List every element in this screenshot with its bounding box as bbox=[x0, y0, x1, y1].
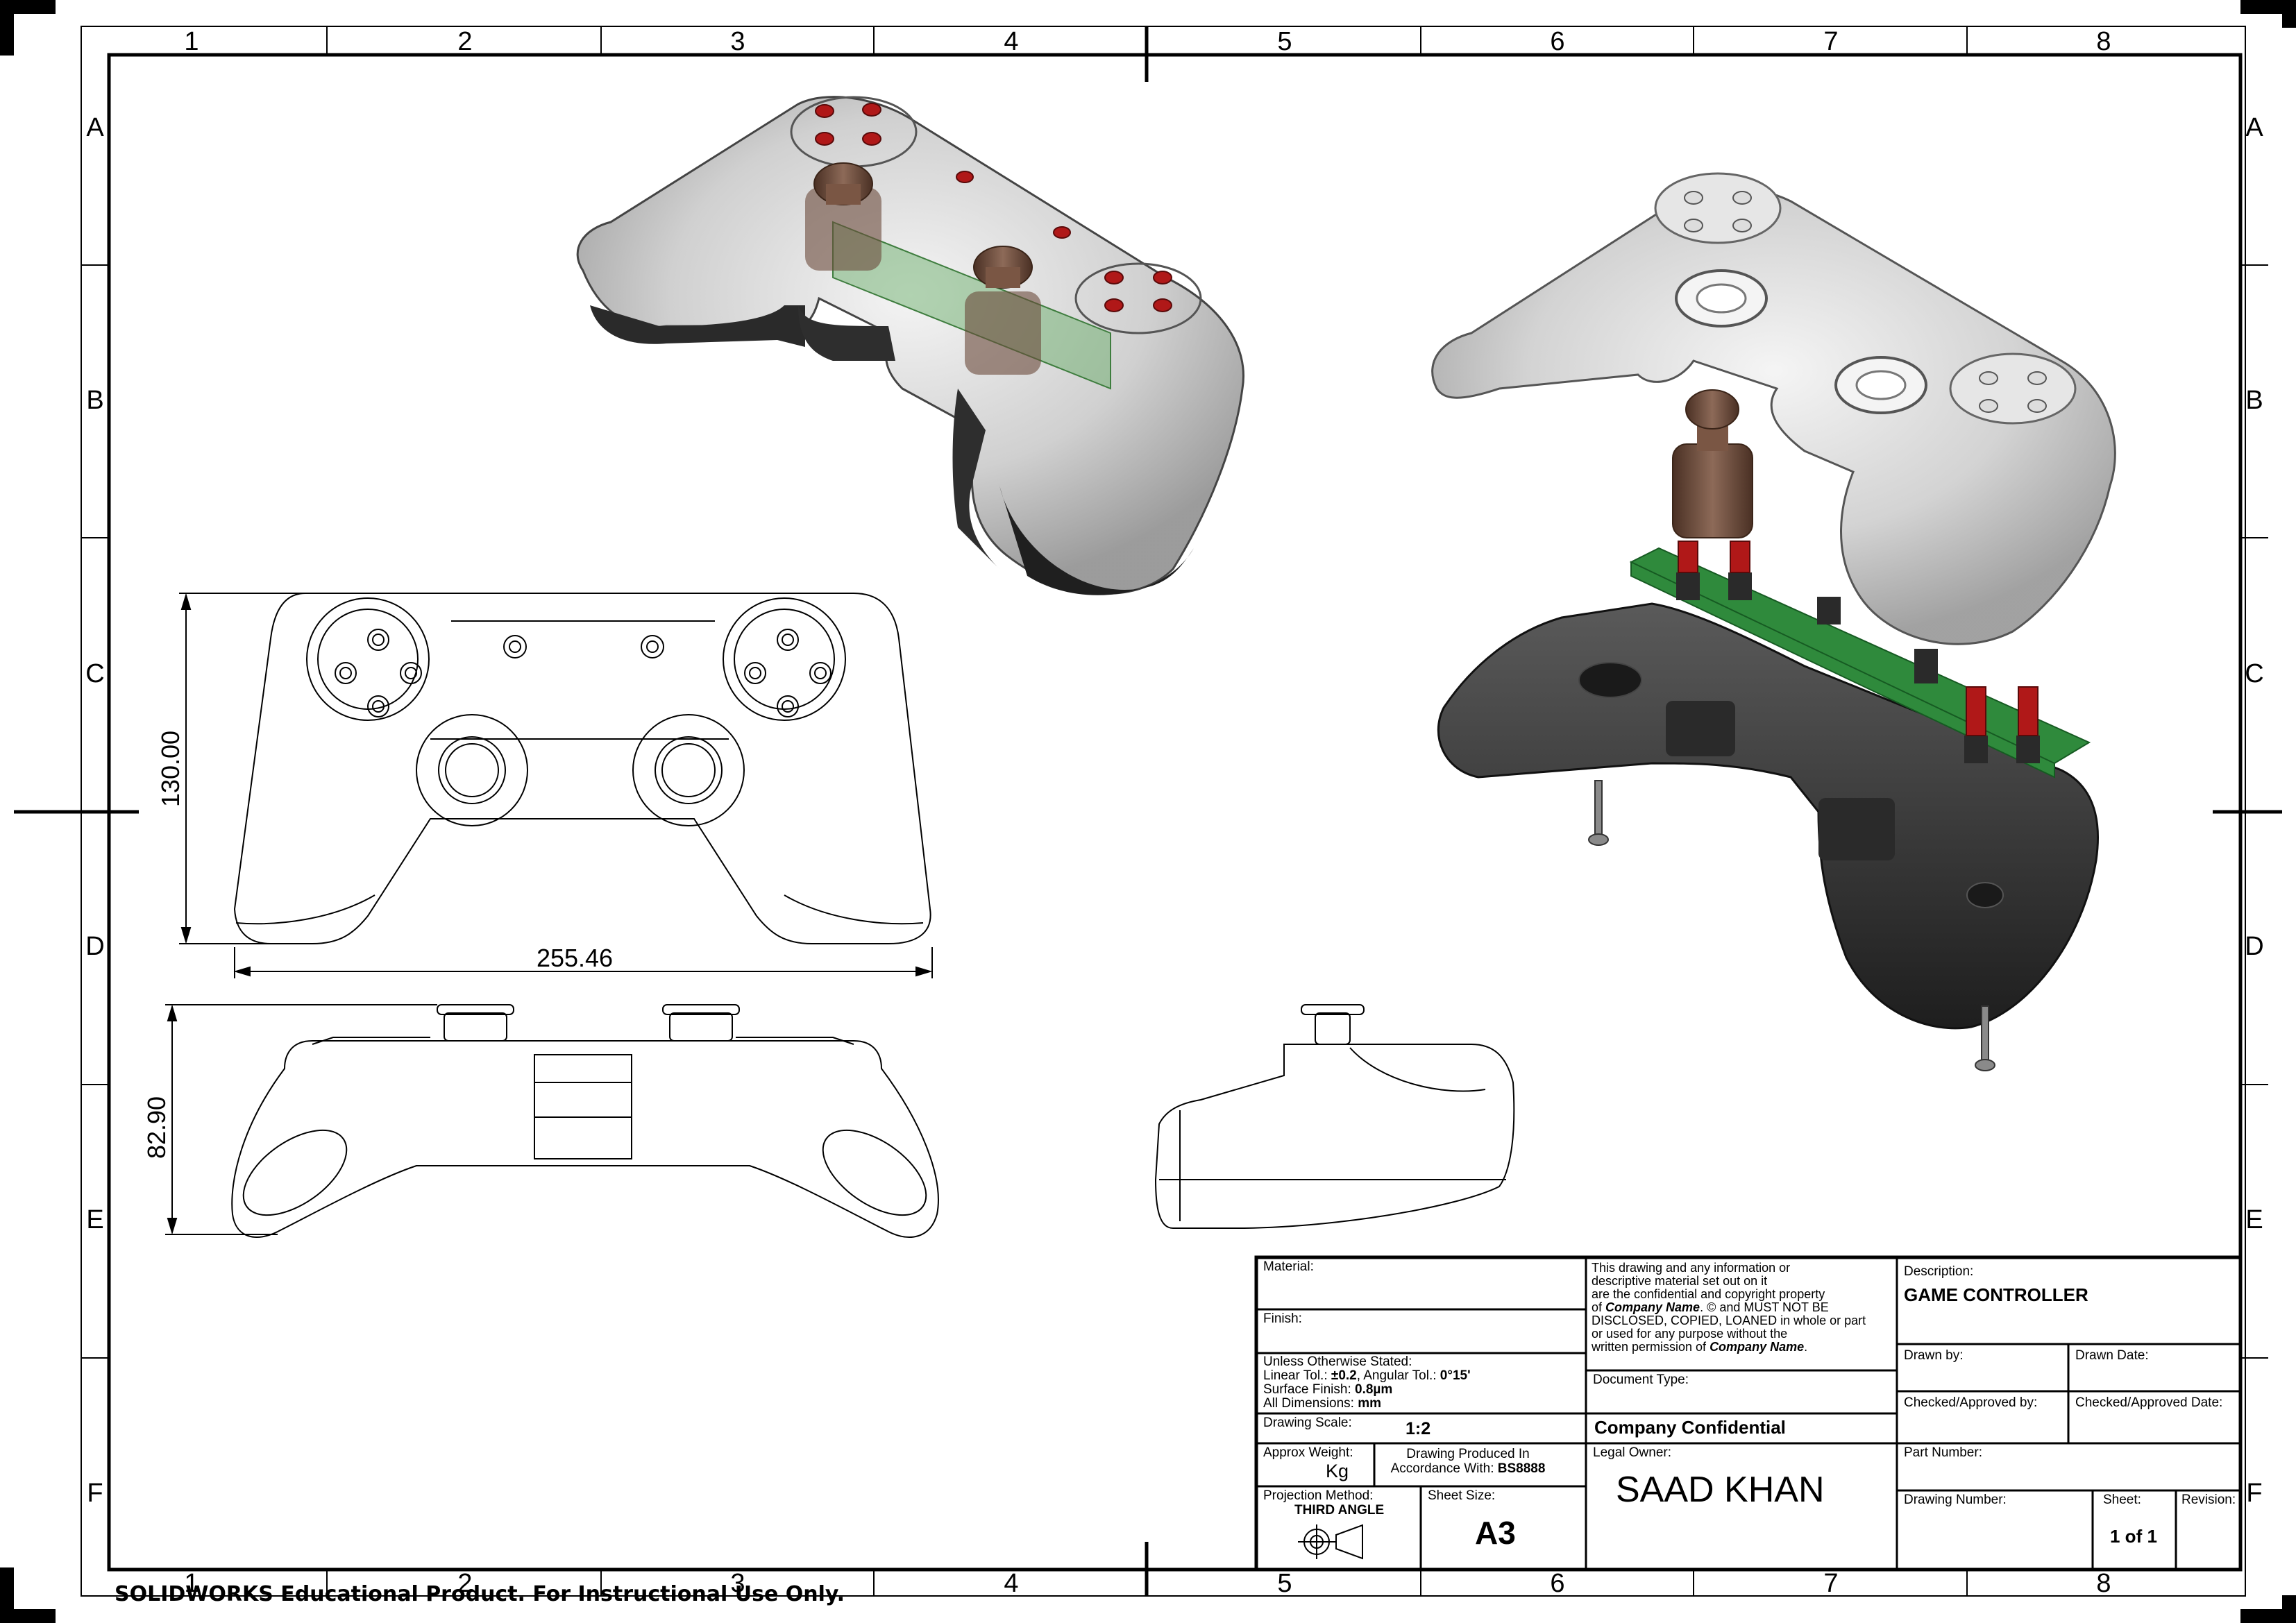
row-label-left-E: E bbox=[86, 1205, 103, 1234]
confidentiality-notice: This drawing and any information or desc… bbox=[1592, 1261, 1866, 1354]
dimension-lines bbox=[165, 593, 933, 1235]
dim-side-height: 82.90 bbox=[142, 1096, 171, 1159]
all-dimensions: All Dimensions: mm bbox=[1263, 1396, 1382, 1411]
row-label-left-C: C bbox=[85, 659, 104, 688]
col-label-bottom-3: 3 bbox=[730, 1569, 745, 1598]
sheet-value: 1 of 1 bbox=[2110, 1526, 2157, 1547]
drawing-scale-label: Drawing Scale: bbox=[1263, 1416, 1352, 1430]
legal-owner-label: Legal Owner: bbox=[1593, 1445, 1672, 1460]
description-label: Description: bbox=[1904, 1264, 1974, 1279]
description-value: GAME CONTROLLER bbox=[1904, 1284, 2088, 1305]
educational-watermark: SOLIDWORKS Educational Product. For Inst… bbox=[115, 1582, 845, 1606]
side-view bbox=[1154, 1004, 1515, 1229]
material-label: Material: bbox=[1263, 1259, 1314, 1274]
row-label-right-E: E bbox=[2245, 1205, 2263, 1234]
dim-width: 255.46 bbox=[537, 944, 613, 972]
finish-label: Finish: bbox=[1263, 1311, 1302, 1326]
tolerance-linear-angular: Linear Tol.: ±0.2, Angular Tol.: 0°15' bbox=[1263, 1368, 1471, 1383]
row-label-left-B: B bbox=[86, 386, 103, 415]
checked-by-label: Checked/Approved by: bbox=[1904, 1395, 2038, 1410]
sheet-size-value: A3 bbox=[1475, 1515, 1516, 1551]
sheet-size-label: Sheet Size: bbox=[1428, 1488, 1496, 1503]
col-label-bottom-1: 1 bbox=[184, 1569, 199, 1598]
company-confidential: Company Confidential bbox=[1594, 1417, 1786, 1438]
row-label-right-F: F bbox=[2246, 1479, 2262, 1508]
drawing-scale-value: 1:2 bbox=[1406, 1419, 1431, 1438]
col-label-top-1: 1 bbox=[184, 27, 199, 56]
row-label-left-F: F bbox=[87, 1479, 103, 1508]
face-buttons-left bbox=[815, 103, 881, 146]
col-label-bottom-4: 4 bbox=[1004, 1569, 1018, 1598]
row-label-left-D: D bbox=[85, 932, 104, 961]
col-label-top-5: 5 bbox=[1277, 27, 1292, 56]
front-view bbox=[231, 1004, 939, 1238]
col-label-bottom-2: 2 bbox=[457, 1569, 472, 1598]
bottom-shell-dark bbox=[1437, 602, 2100, 1030]
projection-method-value: THIRD ANGLE bbox=[1294, 1503, 1385, 1518]
third-angle-projection-icon bbox=[1298, 1524, 1363, 1560]
col-label-bottom-5: 5 bbox=[1277, 1569, 1292, 1598]
pcb-board bbox=[1629, 389, 2091, 779]
pcb-switches bbox=[1676, 541, 2040, 763]
title-block-lines bbox=[1254, 1255, 2243, 1572]
projection-method-label: Projection Method: bbox=[1263, 1488, 1374, 1503]
zone-ticks bbox=[14, 26, 2282, 1596]
dimension-texts: 130.00 255.46 82.90 bbox=[142, 731, 613, 1159]
tolerance-heading: Unless Otherwise Stated: bbox=[1263, 1354, 1412, 1369]
row-label-right-D: D bbox=[2245, 932, 2263, 961]
row-label-right-B: B bbox=[2245, 386, 2263, 415]
row-label-right-A: A bbox=[2245, 113, 2263, 142]
thumbstick-right bbox=[965, 246, 1041, 375]
top-shell-clear bbox=[1431, 172, 2116, 645]
col-label-top-3: 3 bbox=[730, 27, 745, 56]
drawing-standard: Drawing Produced In Accordance With: BS8… bbox=[1390, 1447, 1546, 1476]
col-label-top-4: 4 bbox=[1004, 27, 1018, 56]
surface-finish: Surface Finish: 0.8µm bbox=[1263, 1382, 1393, 1397]
col-label-bottom-7: 7 bbox=[1823, 1569, 1838, 1598]
col-label-top-8: 8 bbox=[2096, 27, 2111, 56]
document-type-label: Document Type: bbox=[1593, 1373, 1689, 1387]
approx-weight-unit: Kg bbox=[1326, 1461, 1349, 1481]
top-view bbox=[233, 593, 931, 944]
revision-label: Revision: bbox=[2181, 1493, 2236, 1507]
exploded-thumbstick bbox=[1672, 389, 1753, 538]
exploded-view bbox=[1431, 172, 2116, 1071]
center-buttons bbox=[956, 171, 1071, 239]
screws bbox=[1588, 780, 1995, 1071]
approx-weight-label: Approx Weight: bbox=[1263, 1445, 1353, 1460]
dim-height: 130.00 bbox=[156, 731, 185, 807]
drawn-date-label: Drawn Date: bbox=[2075, 1348, 2149, 1363]
isometric-view-assembled bbox=[576, 96, 1244, 595]
col-label-top-7: 7 bbox=[1823, 27, 1838, 56]
col-label-bottom-8: 8 bbox=[2096, 1569, 2111, 1598]
legal-owner-value: SAAD KHAN bbox=[1616, 1470, 1825, 1510]
face-buttons-right bbox=[1104, 271, 1172, 312]
zone-labels: 1 2 3 4 5 6 7 8 1 2 3 4 5 6 7 8 A B C D … bbox=[85, 27, 2263, 1598]
checked-date-label: Checked/Approved Date: bbox=[2075, 1395, 2223, 1410]
sheet-label: Sheet: bbox=[2103, 1493, 2141, 1507]
col-label-bottom-6: 6 bbox=[1550, 1569, 1564, 1598]
drawn-by-label: Drawn by: bbox=[1904, 1348, 1964, 1363]
col-label-top-2: 2 bbox=[457, 27, 472, 56]
drawing-number-label: Drawing Number: bbox=[1904, 1493, 2007, 1507]
thumbstick-left bbox=[805, 162, 881, 271]
row-label-left-A: A bbox=[86, 113, 104, 142]
part-number-label: Part Number: bbox=[1904, 1445, 1982, 1460]
row-label-right-C: C bbox=[2245, 659, 2263, 688]
tolerance-block: Unless Otherwise Stated: Linear Tol.: ±0… bbox=[1263, 1355, 1471, 1411]
col-label-top-6: 6 bbox=[1550, 27, 1564, 56]
